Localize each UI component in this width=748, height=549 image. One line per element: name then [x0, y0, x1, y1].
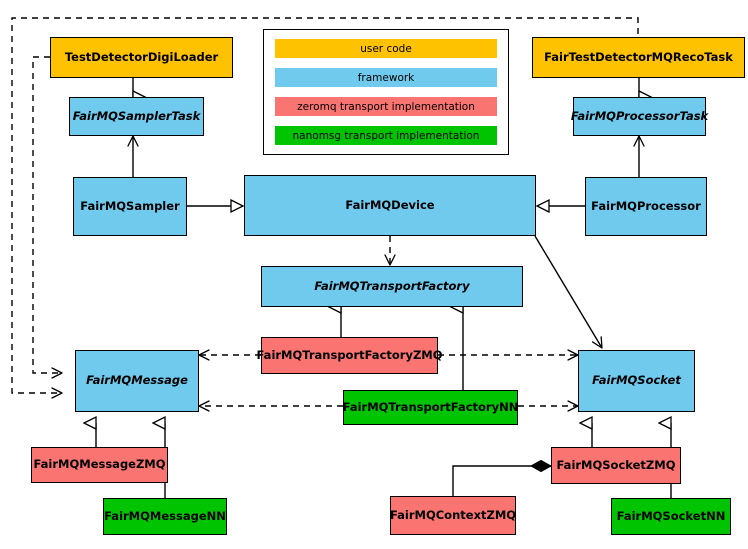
- class-node-fair-mq-transport-factory[interactable]: FairMQTransportFactory: [261, 266, 523, 307]
- class-node-fair-mq-processor[interactable]: FairMQProcessor: [585, 177, 707, 236]
- class-node-fair-mq-message-zmq[interactable]: FairMQMessageZMQ: [31, 447, 168, 483]
- class-node-fair-mq-message-nn[interactable]: FairMQMessageNN: [103, 498, 227, 535]
- class-node-fair-mq-context-zmq[interactable]: FairMQContextZMQ: [390, 496, 516, 535]
- class-node-test-detector-digi-loader[interactable]: TestDetectorDigiLoader: [50, 37, 233, 78]
- class-node-fair-mq-message[interactable]: FairMQMessage: [75, 350, 199, 412]
- class-node-fair-test-detector-mq-reco-task[interactable]: FairTestDetectorMQRecoTask: [532, 37, 745, 78]
- class-node-fair-mq-sampler-task[interactable]: FairMQSamplerTask: [69, 97, 204, 136]
- class-node-fair-mq-socket[interactable]: FairMQSocket: [578, 350, 695, 412]
- class-node-fair-mq-processor-task[interactable]: FairMQProcessorTask: [571, 97, 708, 136]
- class-node-fair-mq-transport-factory-nn[interactable]: FairMQTransportFactoryNN: [343, 390, 518, 425]
- legend-item-zeromq: zeromq transport implementation: [275, 97, 497, 116]
- legend-item-user-code: user code: [275, 39, 497, 58]
- legend-panel: user code framework zeromq transport imp…: [263, 29, 509, 155]
- class-node-fair-mq-sampler[interactable]: FairMQSampler: [73, 177, 187, 236]
- legend-item-nanomsg: nanomsg transport implementation: [275, 126, 497, 145]
- class-node-fair-mq-socket-zmq[interactable]: FairMQSocketZMQ: [551, 447, 681, 484]
- class-node-fair-mq-socket-nn[interactable]: FairMQSocketNN: [611, 498, 731, 535]
- class-node-fair-mq-transport-factory-zmq[interactable]: FairMQTransportFactoryZMQ: [257, 337, 443, 374]
- class-node-fair-mq-device[interactable]: FairMQDevice: [244, 175, 536, 236]
- legend-item-framework: framework: [275, 68, 497, 87]
